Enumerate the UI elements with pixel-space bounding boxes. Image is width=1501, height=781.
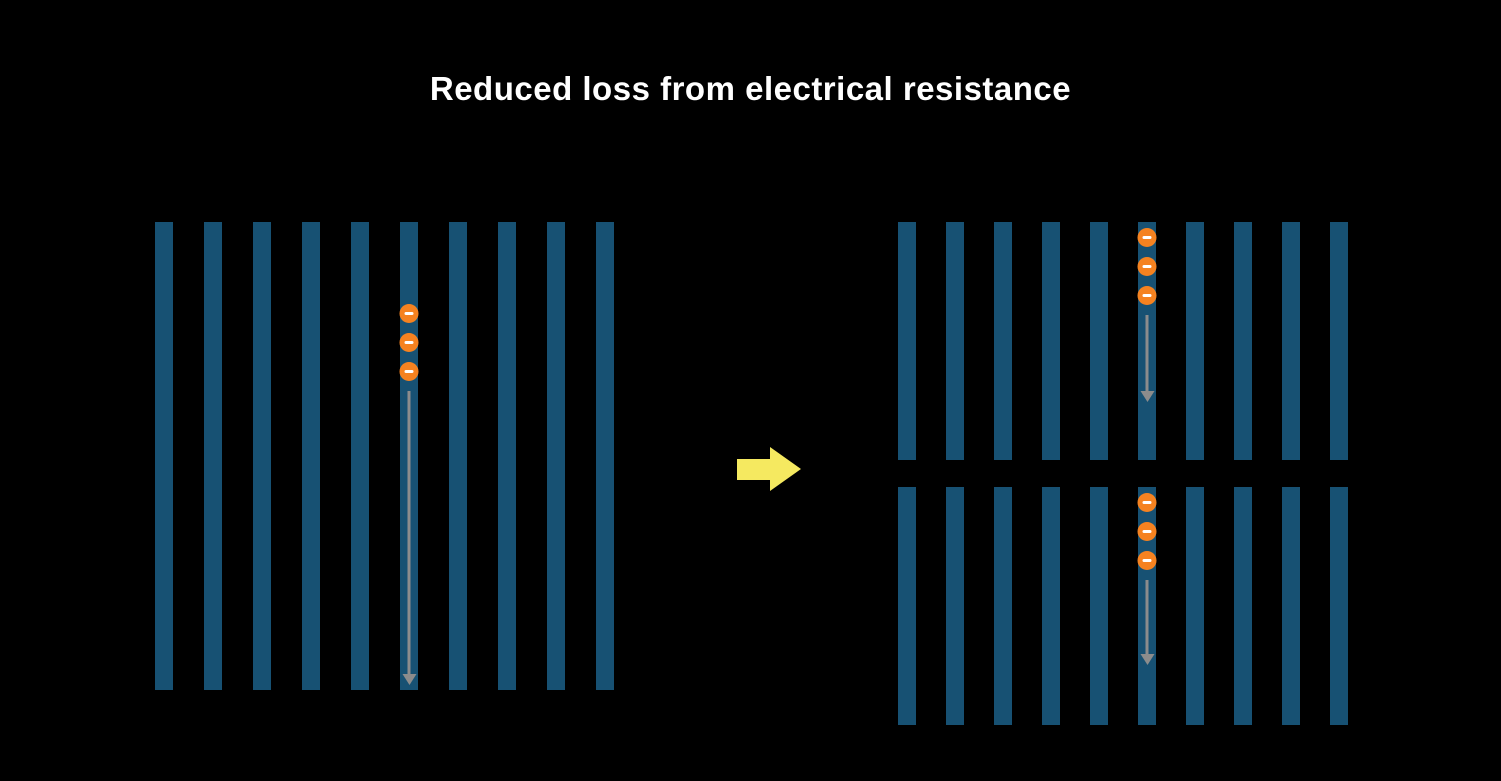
conductor-bar: [994, 222, 1012, 460]
flow-arrow-icon: [402, 391, 416, 685]
electron-icon: [1137, 228, 1157, 247]
transition-arrow-shaft: [737, 459, 770, 480]
half-cell-top-panel: [898, 222, 1348, 460]
minus-icon: [1142, 294, 1152, 297]
transition-arrow-head: [770, 447, 801, 491]
flow-arrow-icon: [1140, 580, 1154, 665]
conductor-bar: [596, 222, 614, 690]
conductor-bar: [1330, 487, 1348, 725]
electron-icon: [399, 362, 419, 381]
conductor-bar: [1042, 222, 1060, 460]
minus-icon: [1142, 530, 1152, 533]
electron-icon: [1137, 286, 1157, 305]
conductor-bar: [302, 222, 320, 690]
electron-flow: [1137, 228, 1157, 402]
conductor-bar: [204, 222, 222, 690]
minus-icon: [404, 312, 414, 315]
flow-arrow-icon: [1140, 315, 1154, 402]
electron-icon: [1137, 522, 1157, 541]
conductor-bar: [1042, 487, 1060, 725]
electron-icon: [1137, 551, 1157, 570]
diagram-title: Reduced loss from electrical resistance: [429, 70, 1072, 107]
conductor-bar: [1090, 487, 1108, 725]
conductor-bar: [946, 222, 964, 460]
minus-icon: [404, 370, 414, 373]
conductor-bar: [1282, 222, 1300, 460]
electron-icon: [1137, 257, 1157, 276]
electron-flow: [1137, 493, 1157, 665]
conductor-bar: [1282, 487, 1300, 725]
conductor-bar: [1330, 222, 1348, 460]
electron-flow: [399, 304, 419, 685]
electron-icon: [1137, 493, 1157, 512]
conductor-bar: [1234, 487, 1252, 725]
minus-icon: [404, 341, 414, 344]
conductor-bar: [351, 222, 369, 690]
half-cell-bottom-panel: [898, 487, 1348, 725]
conductor-bar: [1186, 222, 1204, 460]
conductor-bar: [1186, 487, 1204, 725]
minus-icon: [1142, 559, 1152, 562]
conductor-bar: [155, 222, 173, 690]
conductor-bar: [1234, 222, 1252, 460]
conductor-bar: [498, 222, 516, 690]
conductor-bar: [449, 222, 467, 690]
minus-icon: [1142, 265, 1152, 268]
electron-icon: [399, 304, 419, 323]
conductor-bar: [994, 487, 1012, 725]
electron-icon: [399, 333, 419, 352]
minus-icon: [1142, 236, 1152, 239]
minus-icon: [1142, 501, 1152, 504]
full-cell-panel: [155, 222, 614, 690]
transition-arrow-icon: [737, 447, 801, 492]
conductor-bar: [253, 222, 271, 690]
conductor-bar: [1090, 222, 1108, 460]
conductor-bar: [547, 222, 565, 690]
conductor-bar: [898, 487, 916, 725]
conductor-bar: [946, 487, 964, 725]
conductor-bar: [898, 222, 916, 460]
